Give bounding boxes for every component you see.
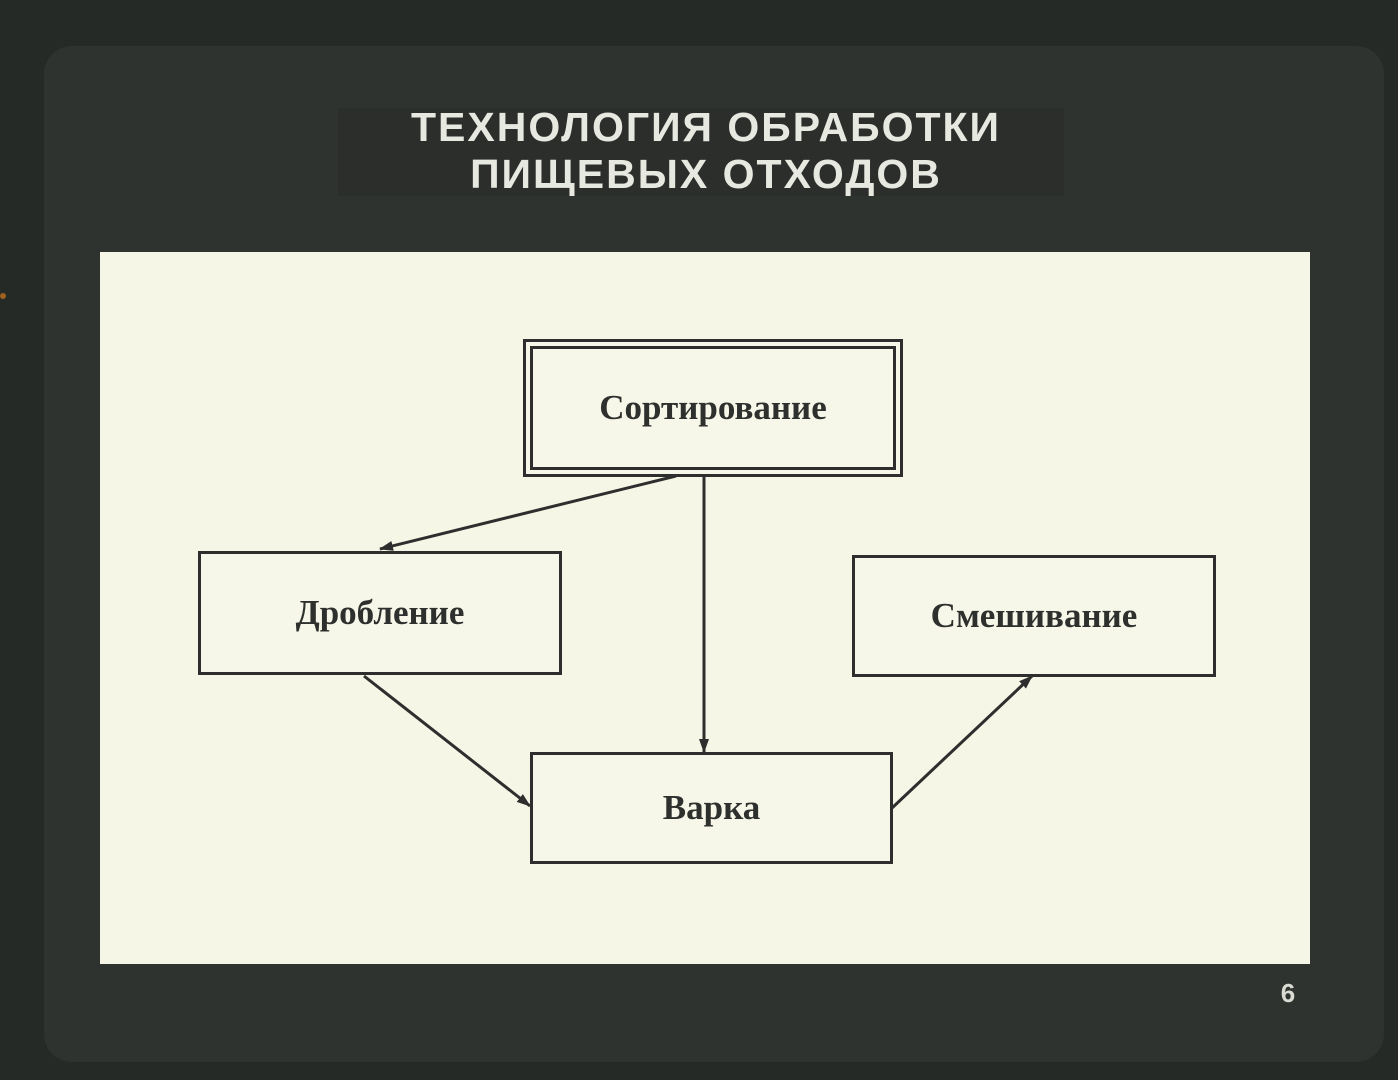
film-edge-mark xyxy=(0,293,6,299)
node-sorting-inner-frame: Сортирование xyxy=(530,346,896,470)
node-cooking-label: Варка xyxy=(662,788,761,827)
page-number: 6 xyxy=(1280,978,1296,1008)
node-mixing: Смешивание xyxy=(852,555,1216,677)
title-line-1: ТЕХНОЛОГИЯ ОБРАБОТКИ xyxy=(410,104,1002,150)
node-crushing-label: Дробление xyxy=(295,593,465,632)
title-line-2: ПИЩЕВЫХ ОТХОДОВ xyxy=(470,151,942,197)
node-sorting: Сортирование xyxy=(523,339,903,477)
title-band xyxy=(338,108,1064,196)
node-mixing-label: Смешивание xyxy=(930,596,1138,635)
slide-title: ТЕХНОЛОГИЯ ОБРАБОТКИ ПИЩЕВЫХ ОТХОДОВ xyxy=(300,104,1112,198)
node-sorting-label: Сортирование xyxy=(599,388,827,427)
arrow-cooking-to-mixing xyxy=(890,674,1034,810)
node-crushing: Дробление xyxy=(198,551,562,675)
arrow-crushing-to-cooking xyxy=(363,674,531,808)
arrow-sorting-to-crushing xyxy=(379,474,677,551)
node-cooking: Варка xyxy=(530,752,893,864)
